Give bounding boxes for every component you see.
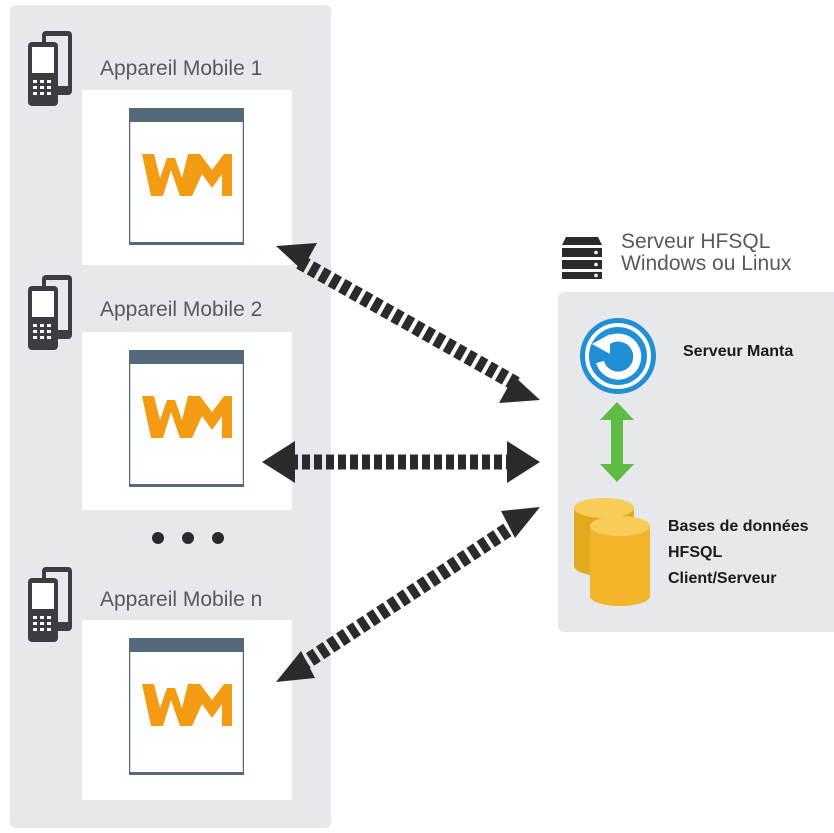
database-label-line3: Client/Serveur bbox=[668, 570, 777, 587]
wm-logo-icon bbox=[142, 154, 232, 196]
database-label: Bases de données HFSQL Client/Serveur bbox=[668, 514, 809, 592]
database-label-line1: Bases de données bbox=[668, 518, 809, 535]
sync-arrow-icon bbox=[600, 402, 634, 482]
manta-server-label: Serveur Manta bbox=[683, 343, 794, 360]
device-card-n bbox=[82, 620, 292, 800]
device-label-1: Appareil Mobile 1 bbox=[100, 57, 263, 80]
server-rack-icon bbox=[562, 237, 602, 279]
app-window bbox=[129, 638, 244, 775]
mobile-phone-icon bbox=[28, 567, 72, 642]
device-card-2 bbox=[82, 332, 292, 510]
bidirectional-arrow-icon bbox=[262, 441, 540, 483]
server-title-line2: Windows ou Linux bbox=[621, 252, 792, 275]
app-window bbox=[129, 108, 244, 245]
device-label-2: Appareil Mobile 2 bbox=[100, 298, 263, 321]
more-devices-ellipsis bbox=[152, 532, 224, 544]
server-title-line1: Serveur HFSQL bbox=[621, 230, 771, 253]
app-window bbox=[129, 350, 244, 487]
device-card-1 bbox=[82, 90, 292, 265]
mobile-phone-icon bbox=[28, 275, 72, 350]
server-title: Serveur HFSQL Windows ou Linux bbox=[621, 231, 791, 275]
wm-logo-icon bbox=[142, 396, 232, 438]
database-icon bbox=[574, 498, 650, 606]
bidirectional-arrow-icon bbox=[276, 243, 540, 403]
database-label-line2: HFSQL bbox=[668, 544, 723, 561]
device-label-n: Appareil Mobile n bbox=[100, 588, 263, 611]
mobile-phone-icon bbox=[28, 31, 72, 106]
bidirectional-arrow-icon bbox=[276, 507, 540, 682]
wm-logo-icon bbox=[142, 684, 232, 726]
manta-sync-icon bbox=[580, 318, 656, 394]
